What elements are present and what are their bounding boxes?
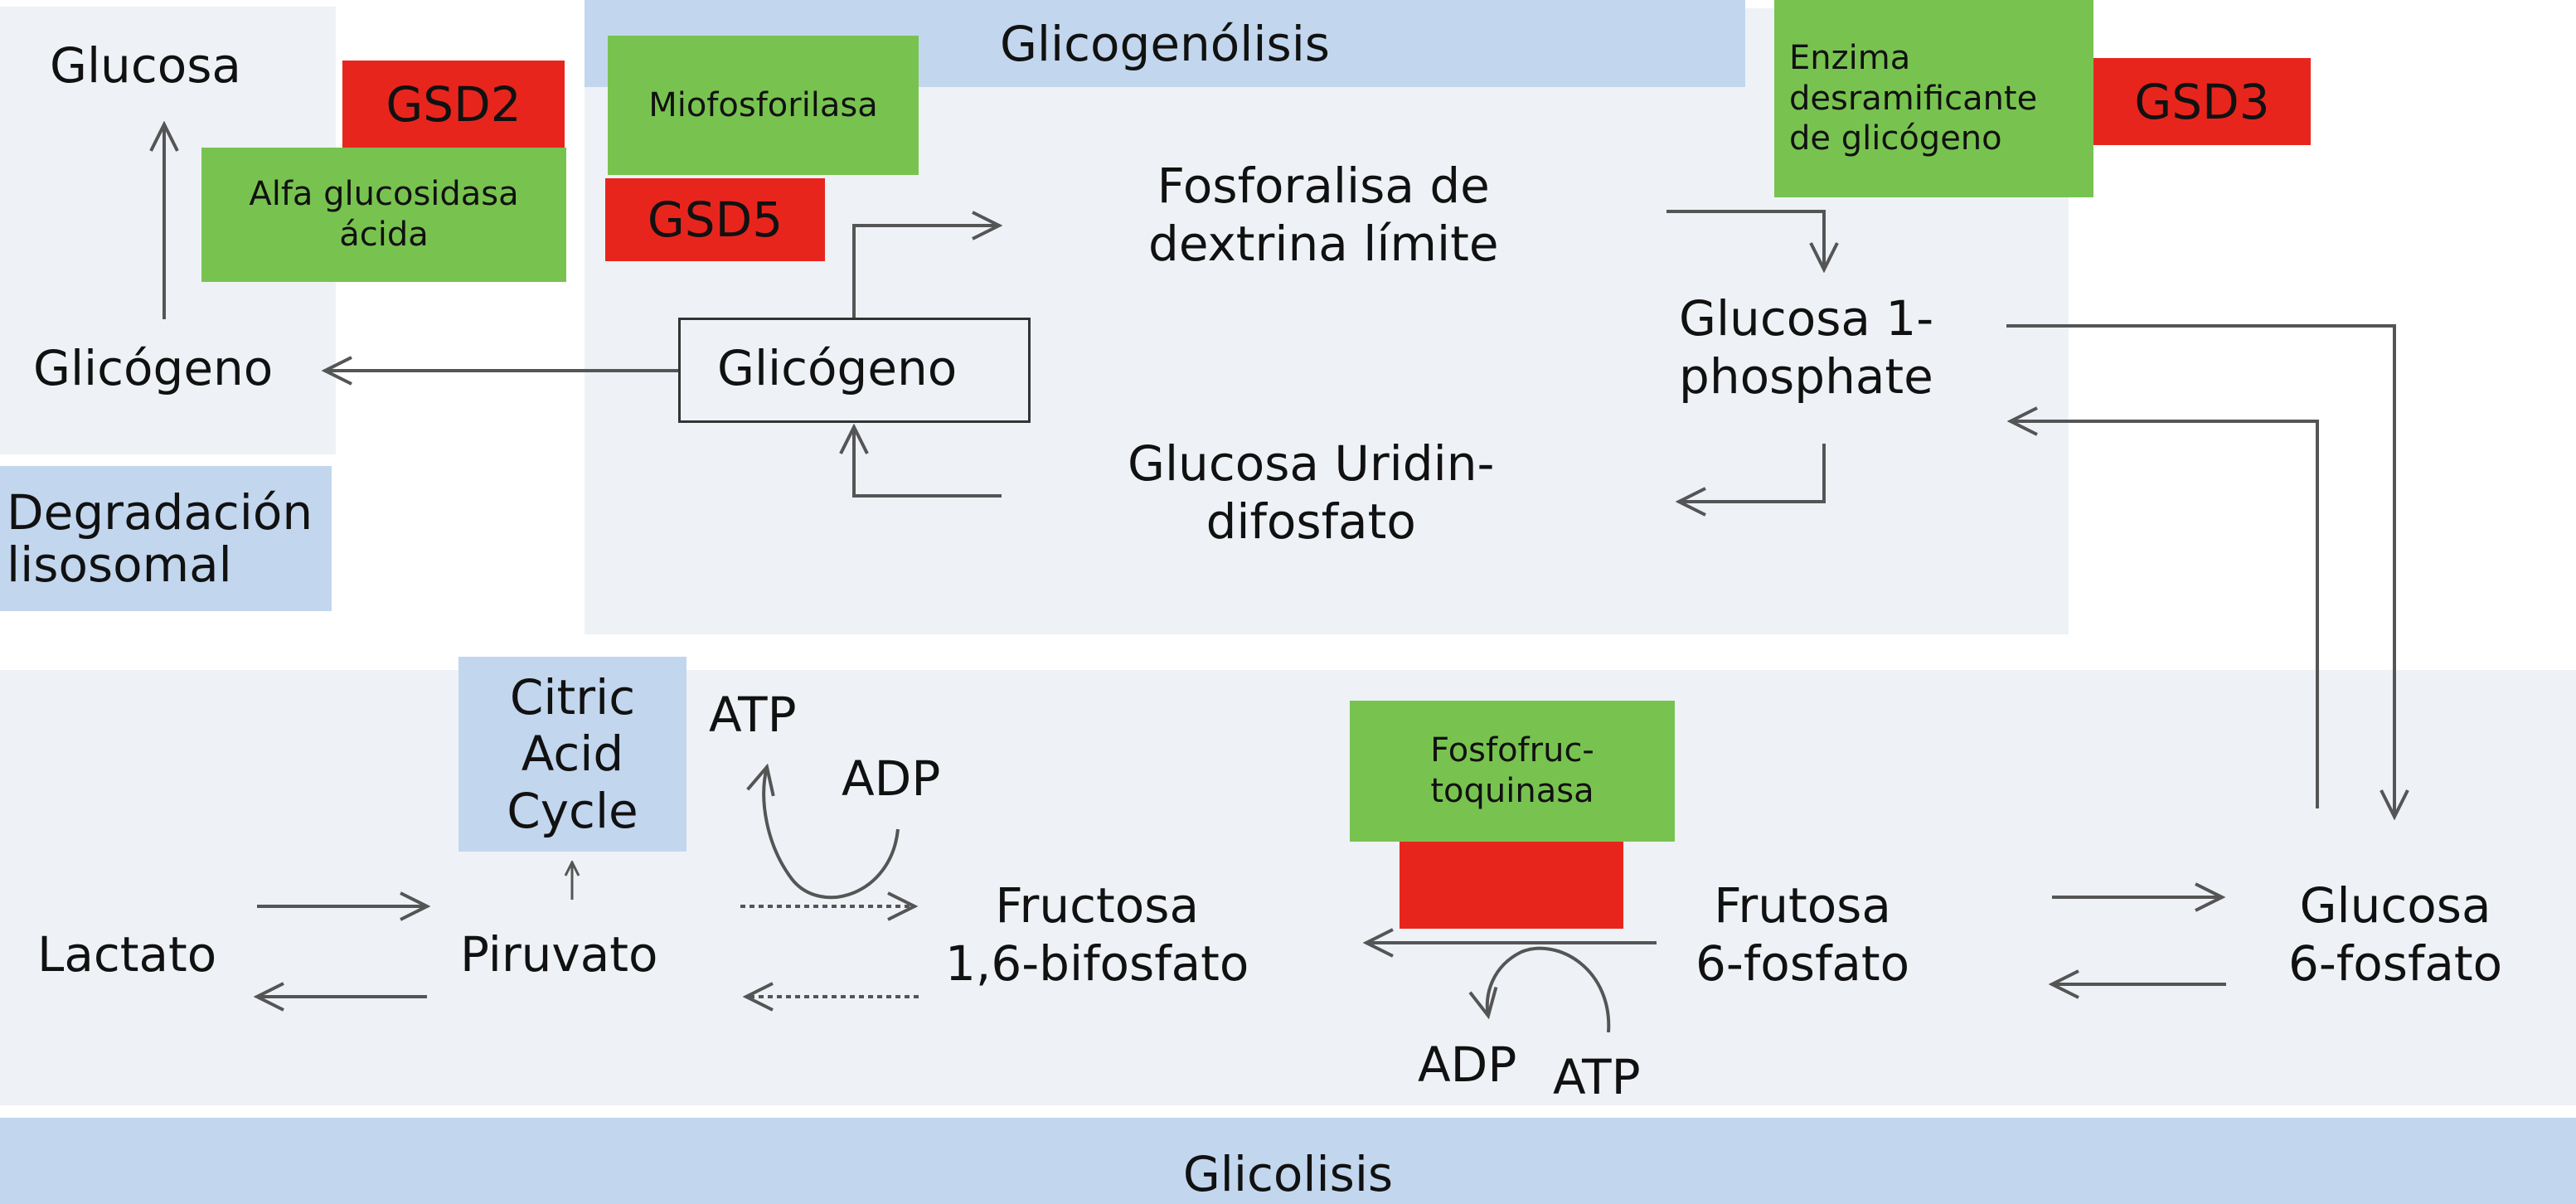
arrow-atp-to-adp-bottom bbox=[1487, 946, 1611, 1033]
arrow-adp-to-atp-top bbox=[764, 767, 900, 900]
disease-gsd5: GSD5 bbox=[605, 178, 825, 261]
citric-acid-cycle-box: Citric Acid Cycle bbox=[458, 657, 686, 852]
glycolysis-header: Glicolisis bbox=[0, 1118, 2576, 1204]
label-adp-top: ADP bbox=[842, 750, 941, 807]
enzyme-myophosphorylase: Miofosforilasa bbox=[608, 36, 919, 175]
disease-gsd2: GSD2 bbox=[342, 61, 565, 148]
label-atp-top: ATP bbox=[709, 687, 797, 743]
glycogenolysis-title: Glicogenólisis bbox=[999, 15, 1331, 72]
disease-gsd3: GSD3 bbox=[2093, 58, 2311, 145]
glycogen-box bbox=[678, 318, 1031, 423]
arrow-g6p-to-g1p bbox=[2011, 421, 2319, 808]
label-adp-bottom: ADP bbox=[1418, 1037, 1517, 1093]
label-glucose-1-phosphate: Glucosa 1- phosphate bbox=[1679, 290, 1934, 405]
label-udp-glucose: Glucosa Uridin- difosfato bbox=[1128, 435, 1495, 550]
label-limit-dextrin-phosphorylase: Fosforalisa de dextrina límite bbox=[1148, 158, 1499, 272]
arrow-g1p-to-g6p bbox=[2006, 324, 2394, 817]
label-glycogen-lysosomal: Glicógeno bbox=[33, 340, 274, 396]
lysosomal-label: Degradación lisosomal bbox=[0, 466, 332, 611]
label-lactate: Lactato bbox=[37, 926, 217, 983]
label-atp-bottom: ATP bbox=[1553, 1049, 1641, 1105]
label-glucose-6-phosphate: Glucosa 6-fosfato bbox=[2288, 877, 2503, 992]
label-glycogen: Glicógeno bbox=[717, 340, 958, 396]
enzyme-acid-alpha-glucosidase: Alfa glucosidasa ácida bbox=[201, 148, 566, 282]
arrow-dextrin-to-g1p bbox=[1666, 210, 1824, 269]
arrow-glycogen-to-dextrin bbox=[852, 226, 999, 318]
arrow-g1p-to-udp bbox=[1679, 444, 1826, 502]
arrow-udp-to-glycogen bbox=[854, 427, 1002, 498]
label-fructose-1-6-bisphosphate: Fructosa 1,6-bifosfato bbox=[945, 877, 1249, 992]
enzyme-phosphofructokinase: Fosfofruc- toquinasa bbox=[1350, 701, 1675, 842]
glycolysis-title: Glicolisis bbox=[1182, 1146, 1394, 1202]
enzyme-debranching: Enzima desramificante de glicógeno bbox=[1774, 0, 2093, 197]
glycolysis-region bbox=[0, 670, 2576, 1105]
label-glucose: Glucosa bbox=[50, 37, 241, 94]
disease-pfk-box bbox=[1400, 842, 1623, 929]
label-pyruvate: Piruvato bbox=[460, 926, 658, 983]
label-fructose-6-phosphate: Frutosa 6-fosfato bbox=[1696, 877, 1910, 992]
